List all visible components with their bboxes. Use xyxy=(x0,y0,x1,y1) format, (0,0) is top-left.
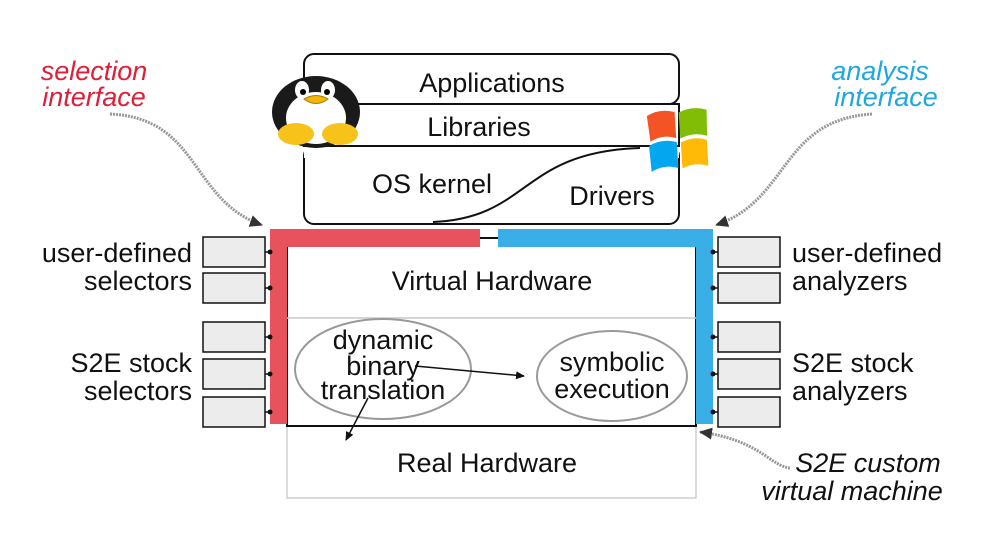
custom-vm-label-2: virtual machine xyxy=(761,476,943,506)
linux-penguin-icon xyxy=(272,76,360,148)
selection-interface-label-2: interface xyxy=(42,82,146,112)
windows-logo-icon xyxy=(646,108,709,172)
selection-interface-pointer xyxy=(109,112,263,227)
analysis-interface-label-2: interface xyxy=(834,82,938,112)
dbt-to-real-arrow xyxy=(345,397,369,441)
selection-interface-bar xyxy=(270,229,287,424)
user-analyzers-label-2: analyzers xyxy=(792,266,908,296)
libraries-box xyxy=(303,103,680,147)
dbt-label-3: translation xyxy=(321,375,446,405)
stock-selector-box-1[interactable] xyxy=(202,321,266,353)
user-analyzers-label-1: user-defined xyxy=(792,238,942,268)
applications-label: Applications xyxy=(419,68,565,98)
analysis-interface-label-1: analysis xyxy=(831,56,929,86)
kernel-drivers-divider xyxy=(432,147,641,223)
analyzer-plugins xyxy=(710,236,781,428)
selection-interface-top-bar xyxy=(270,229,480,247)
real-hardware-label: Real Hardware xyxy=(397,448,577,478)
user-analyzer-box-2[interactable] xyxy=(717,272,781,304)
software-stack: Applications Libraries OS kernel Drivers xyxy=(303,53,680,225)
stock-selectors-label-1: S2E stock xyxy=(70,348,192,378)
libraries-label: Libraries xyxy=(427,112,531,142)
os-kernel-label: OS kernel xyxy=(372,169,492,199)
custom-vm-pointer xyxy=(699,427,791,470)
stock-selectors-label-2: selectors xyxy=(84,376,192,406)
stock-analyzers-label-1: S2E stock xyxy=(792,348,914,378)
custom-vm-label-1: S2E custom xyxy=(795,448,941,478)
stock-analyzer-box-2[interactable] xyxy=(717,358,781,390)
user-analyzer-box-1[interactable] xyxy=(717,236,781,268)
symbolic-label-1: symbolic xyxy=(559,347,664,377)
symbolic-ellipse xyxy=(536,330,688,422)
analysis-interface-top-bar xyxy=(498,229,713,247)
analysis-interface-pointer xyxy=(715,112,873,227)
stock-analyzer-box-1[interactable] xyxy=(717,321,781,353)
dbt-ellipse xyxy=(294,318,472,420)
stock-selector-box-3[interactable] xyxy=(202,396,266,428)
dbt-to-symbolic-arrow xyxy=(414,365,525,380)
analysis-interface-bar xyxy=(696,229,713,424)
user-selector-box-2[interactable] xyxy=(202,272,266,304)
virtual-hardware-label: Virtual Hardware xyxy=(392,266,593,296)
user-selectors-label-2: selectors xyxy=(84,266,192,296)
stock-analyzers-label-2: analyzers xyxy=(792,376,908,406)
dbt-label-1: dynamic xyxy=(333,325,434,355)
vm-region: Virtual Hardware dynamic binary translat… xyxy=(270,229,713,499)
selector-plugins xyxy=(202,236,273,428)
drivers-label: Drivers xyxy=(569,181,655,211)
dbt-label-2: binary xyxy=(346,351,420,381)
symbolic-label-2: execution xyxy=(554,374,670,404)
user-selectors-label-1: user-defined xyxy=(42,238,192,268)
stock-analyzer-box-3[interactable] xyxy=(717,396,781,428)
stock-selector-box-2[interactable] xyxy=(202,358,266,390)
user-selector-box-1[interactable] xyxy=(202,236,266,268)
selection-interface-label-1: selection xyxy=(41,56,148,86)
